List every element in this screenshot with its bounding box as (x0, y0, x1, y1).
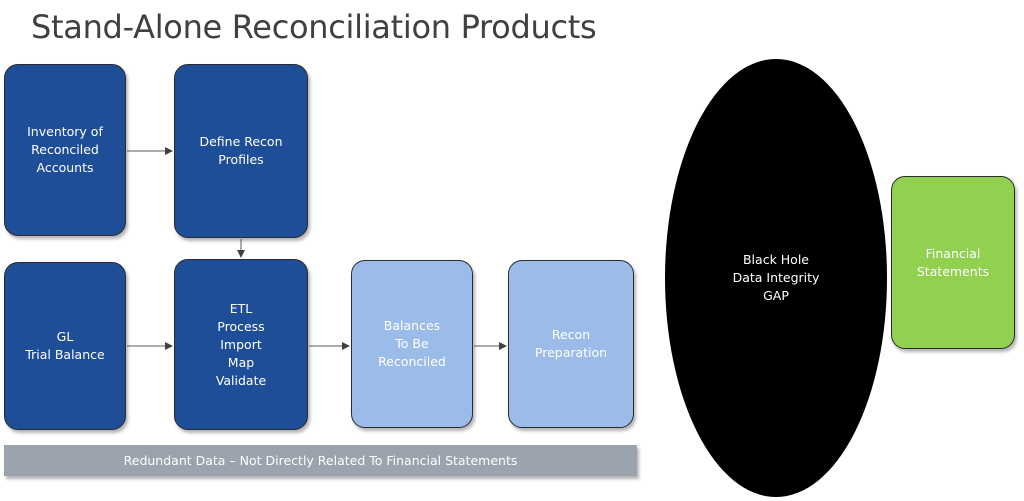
node-financial-statements: Financial Statements (891, 176, 1015, 349)
page-title: Stand-Alone Reconciliation Products (31, 8, 597, 46)
black-hole-label: Black Hole Data Integrity GAP (732, 252, 820, 303)
node-recon-preparation: Recon Preparation (508, 260, 634, 428)
node-define-recon-profiles-label: Define Recon Profiles (199, 134, 283, 167)
redundant-data-banner: Redundant Data – Not Directly Related To… (4, 445, 637, 476)
node-etl-process-label: ETL Process Import Map Validate (215, 300, 267, 388)
node-define-recon-profiles: Define Recon Profiles (174, 64, 308, 238)
node-balances-to-be-reconciled-label: Balances To Be Reconciled (378, 318, 446, 369)
node-recon-preparation-label: Recon Preparation (534, 327, 608, 360)
node-etl-process: ETL Process Import Map Validate (174, 259, 308, 430)
black-hole-ellipse: Black Hole Data Integrity GAP (665, 59, 887, 497)
node-gl-trial-balance-label: GL Trial Balance (25, 329, 105, 362)
node-inventory: Inventory of Reconciled Accounts (4, 64, 126, 236)
node-balances-to-be-reconciled: Balances To Be Reconciled (351, 260, 473, 428)
node-financial-statements-label: Financial Statements (916, 245, 990, 279)
node-inventory-label: Inventory of Reconciled Accounts (27, 124, 103, 175)
node-gl-trial-balance: GL Trial Balance (4, 262, 126, 430)
